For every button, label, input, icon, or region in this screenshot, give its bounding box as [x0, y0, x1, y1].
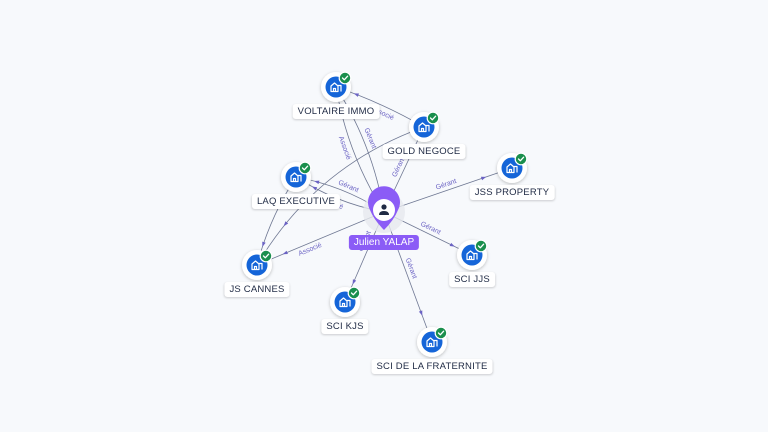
edge-label-e8: Associé [298, 242, 323, 258]
person-icon [379, 204, 389, 215]
building-icon [251, 260, 263, 271]
nodes-layer [242, 71, 528, 357]
edge-arrow-icon [353, 93, 360, 97]
building-icon [339, 297, 351, 308]
verified-check-icon [298, 161, 312, 175]
edge-arrow-icon [352, 279, 357, 285]
verified-check-icon [426, 111, 440, 125]
edge-label-e11: Gérant [404, 257, 418, 280]
verified-check-icon [474, 239, 488, 253]
building-icon [466, 250, 478, 261]
edge-arrow-icon [282, 250, 288, 255]
building-icon [418, 122, 430, 133]
verified-check-icon [434, 326, 448, 340]
company-label-js-cannes[interactable]: JS CANNES [224, 282, 290, 297]
company-label-voltaire-immo[interactable]: VOLTAIRE IMMO [292, 104, 380, 119]
company-label-gold-negoce[interactable]: GOLD NEGOCE [382, 144, 466, 159]
company-label-laq-executive[interactable]: LAQ EXECUTIVE [251, 194, 341, 209]
building-icon [426, 337, 438, 348]
edge-label-e5: Gérant [337, 179, 359, 194]
edge-gold-jscannes [256, 126, 425, 266]
edge-arrow-icon [314, 180, 320, 185]
edge-label-e7: Gérant [435, 178, 458, 192]
verified-check-icon [347, 286, 361, 300]
edge-arrow-icon [418, 310, 423, 316]
company-label-sci-jjs[interactable]: SCI JJS [449, 272, 495, 287]
edge-label-e9: Gérant [419, 221, 441, 237]
building-icon [330, 82, 342, 93]
verified-check-icon [514, 152, 528, 166]
company-node-jscannes[interactable] [242, 249, 273, 280]
center-node-label[interactable]: Julien YALAP [348, 235, 420, 250]
company-node-scikjs[interactable] [330, 286, 361, 317]
edge-arrow-icon [480, 176, 487, 181]
company-label-jss-property[interactable]: JSS PROPERTY [469, 185, 555, 200]
edge-label-e4: Gérant [391, 156, 406, 178]
building-icon [290, 172, 302, 183]
company-node-gold[interactable] [409, 111, 440, 142]
edge-arrow-icon [262, 241, 266, 247]
company-node-scifrat[interactable] [417, 326, 448, 357]
edge-arrow-icon [283, 221, 289, 227]
center-person-node[interactable] [363, 186, 405, 233]
verified-check-icon [338, 71, 352, 85]
edge-arrow-icon [449, 242, 455, 247]
company-label-sci-de-la-fraternite[interactable]: SCI DE LA FRATERNITE [371, 359, 493, 374]
company-node-voltaire[interactable] [321, 71, 352, 102]
company-node-laq[interactable] [281, 161, 312, 192]
company-node-scijjs[interactable] [457, 239, 488, 270]
verified-check-icon [259, 249, 273, 263]
building-icon [506, 163, 518, 174]
company-node-jss[interactable] [497, 152, 528, 183]
edge-arrow-icon [311, 186, 318, 191]
edge-label-e1: Gérant [363, 127, 378, 150]
company-label-sci-kjs[interactable]: SCI KJS [321, 319, 369, 334]
